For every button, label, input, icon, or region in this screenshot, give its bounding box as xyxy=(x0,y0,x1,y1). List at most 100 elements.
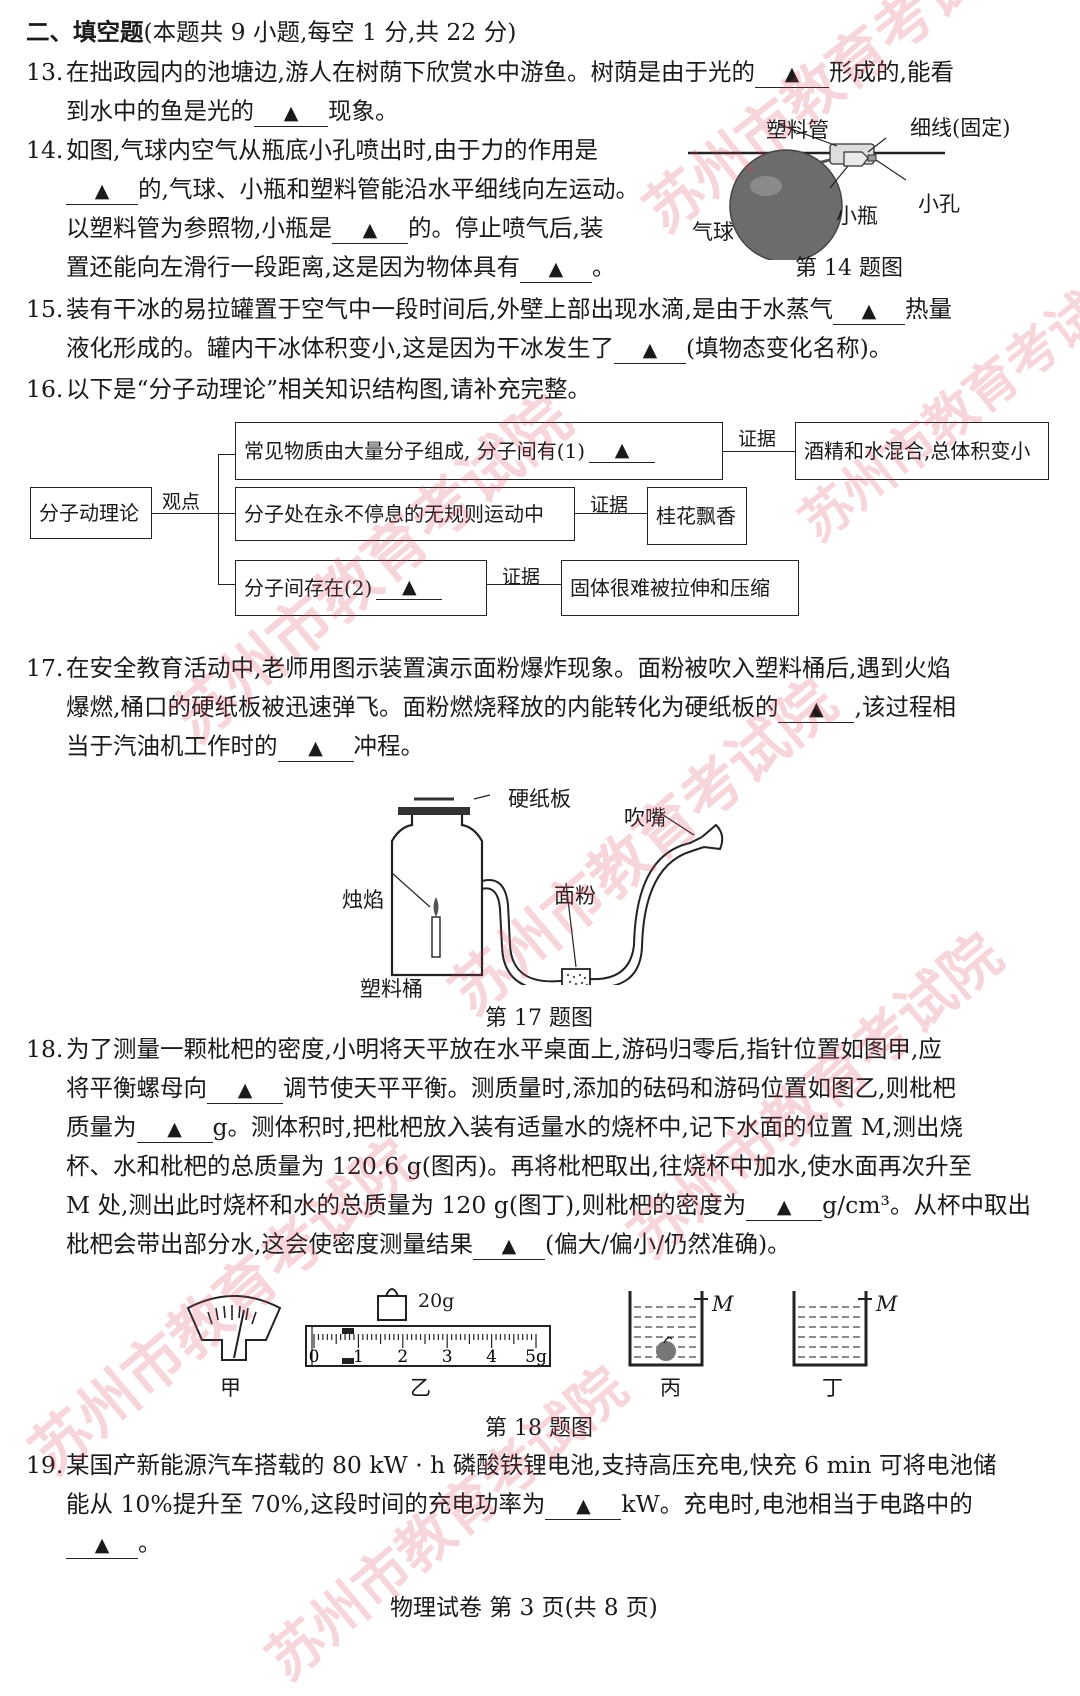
ruler-tick-label: 1 xyxy=(353,1347,364,1367)
ruler-tick-label: 5g xyxy=(525,1347,547,1367)
q14-line2: ▲的,气球、小瓶和塑料管能沿水平细线向左运动。 xyxy=(0,176,1080,205)
q18-line4: 杯、水和枇杷的总质量为 120.6 g(图丙)。再将枇杷取出,往烧杯中加水,使水… xyxy=(66,1152,973,1180)
answer-blank[interactable]: ▲ xyxy=(472,1233,545,1260)
figure-18-caption: 第 18 题图 xyxy=(485,1416,593,1441)
figure-14-caption: 第 14 题图 xyxy=(795,256,903,281)
answer-blank[interactable]: ▲ xyxy=(746,1194,823,1221)
q18-line1: 18.为了测量一颗枇杷的密度,小明将天平放在水平桌面上,游码归零后,指针位置如图… xyxy=(26,1035,942,1063)
label-flame: 烛焰 xyxy=(342,888,384,912)
weights-and-ruler: 0 1 2 3 4 5g xyxy=(305,1288,551,1367)
rider-bottom xyxy=(342,1358,354,1364)
q13-line1: 13.在拙政园内的池塘边,游人在树荫下欣赏水中游鱼。树荫是由于光的▲形成的,能看 xyxy=(26,58,954,88)
flour-box xyxy=(561,968,591,985)
connector xyxy=(218,454,220,584)
answer-blank[interactable]: ▲ xyxy=(136,1116,213,1143)
beaker-with-loquat xyxy=(628,1291,708,1367)
answer-blank[interactable]: ▲ xyxy=(66,178,138,205)
q13-line2: 到水中的鱼是光的▲现象。 xyxy=(66,97,399,127)
node-row3-right: 固体很难被拉伸和压缩 xyxy=(561,560,799,616)
q16-line1: 16.以下是“分子动理论”相关知识结构图,请补充完整。 xyxy=(26,375,591,403)
mark-M: M xyxy=(712,1292,734,1316)
answer-blank[interactable]: ▲ xyxy=(545,1493,622,1520)
q14-line1: 14.如图,气球内空气从瓶底小孔喷出时,由于力的作用是 xyxy=(26,136,598,164)
candle xyxy=(431,916,441,958)
section-title: 二、填空题 xyxy=(26,18,144,46)
balloon-shape xyxy=(729,149,843,260)
edge-viewpoint: 观点 xyxy=(162,491,201,513)
answer-blank[interactable]: ▲ xyxy=(207,1077,283,1104)
flour-dots xyxy=(566,973,589,985)
node-row1-left: 常见物质由大量分子组成, 分子间有(1)▲ xyxy=(235,422,723,480)
weight-20g xyxy=(377,1295,407,1321)
flour-explosion-diagram xyxy=(390,794,724,985)
q15-line2: 液化形成的。罐内干冰体积变小,这是因为干冰发生了▲(填物态变化名称)。 xyxy=(66,334,893,364)
pointer xyxy=(233,1309,245,1359)
q19-line3: ▲。 xyxy=(0,1530,1080,1559)
label-tube: 塑料管 xyxy=(766,118,829,142)
node-row2-left: 分子处在永不停息的无规则运动中 xyxy=(235,487,575,541)
connector xyxy=(152,513,218,515)
answer-blank[interactable]: ▲ xyxy=(589,439,656,463)
weight-label: 20g xyxy=(418,1290,455,1312)
sub-label-yi: 乙 xyxy=(410,1376,431,1400)
label-flour: 面粉 xyxy=(554,884,596,908)
sub-label-ding: 丁 xyxy=(822,1376,843,1400)
ruler-tick-label: 0 xyxy=(309,1347,320,1367)
small-bottle xyxy=(843,151,869,167)
answer-blank[interactable]: ▲ xyxy=(66,1532,138,1559)
sub-label-jia: 甲 xyxy=(220,1376,241,1400)
q14-line3: 以塑料管为参照物,小瓶是▲的。停止喷气后,装 xyxy=(66,214,604,244)
label-hole: 小孔 xyxy=(918,192,960,216)
label-balloon: 气球 xyxy=(692,220,734,244)
answer-blank[interactable]: ▲ xyxy=(519,256,592,283)
q18-line3: 质量为▲g。测体积时,把枇杷放入装有适量水的烧杯中,记下水面的位置 M,测出烧 xyxy=(66,1113,963,1143)
plastic-bucket xyxy=(390,815,484,977)
answer-blank[interactable]: ▲ xyxy=(277,735,354,762)
node-row3-left: 分子间存在(2)▲ xyxy=(235,560,487,616)
label-bucket: 塑料桶 xyxy=(360,977,423,1001)
edge-evidence: 证据 xyxy=(502,566,541,588)
balloon-apparatus-diagram xyxy=(688,123,945,260)
ruler-tick-label: 3 xyxy=(442,1347,453,1367)
label-thread: 细线(固定) xyxy=(910,116,1011,140)
small-hole xyxy=(867,154,877,162)
answer-blank[interactable]: ▲ xyxy=(754,61,829,88)
q18-line5: M 处,测出此时烧杯和水的总质量为 120 g(图丁),则枇杷的密度为▲g/cm… xyxy=(66,1191,1031,1221)
answer-blank[interactable]: ▲ xyxy=(613,337,686,364)
cardboard xyxy=(398,807,470,815)
edge-evidence: 证据 xyxy=(738,428,777,450)
figure-17-caption: 第 17 题图 xyxy=(485,1006,593,1031)
q15-line1: 15.装有干冰的易拉罐置于空气中一段时间后,外壁上部出现水滴,是由于水蒸气▲热量 xyxy=(26,295,952,325)
rider-top xyxy=(342,1328,354,1334)
section-note: (本题共 9 小题,每空 1 分,共 22 分) xyxy=(143,18,517,46)
balance-pointer-dial xyxy=(186,1295,282,1361)
ruler-tick-label: 2 xyxy=(397,1347,408,1367)
sub-label-bing: 丙 xyxy=(660,1376,681,1400)
edge-evidence: 证据 xyxy=(590,494,629,516)
answer-blank[interactable]: ▲ xyxy=(376,576,443,600)
mark-M: M xyxy=(876,1292,898,1316)
label-bottle: 小瓶 xyxy=(836,204,878,228)
loquat xyxy=(656,1341,676,1361)
ruler-tick-label: 4 xyxy=(486,1347,497,1367)
answer-blank[interactable]: ▲ xyxy=(778,696,855,723)
watermark: 苏州市教育考试院 xyxy=(254,1354,640,1694)
label-nozzle: 吹嘴 xyxy=(624,806,666,830)
answer-blank[interactable]: ▲ xyxy=(254,100,328,127)
q19-line1: 19.某国产新能源汽车搭载的 80 kW · h 磷酸铁锂电池,支持高压充电,快… xyxy=(26,1451,997,1479)
q17-line2: 爆燃,桶口的硬纸板被迅速弹飞。面粉燃烧释放的内能转化为硬纸板的▲,该过程相 xyxy=(66,693,956,723)
flame xyxy=(433,897,439,917)
q18-line6: 枇杷会带出部分水,这会使密度测量结果▲(偏大/偏小/仍然准确)。 xyxy=(66,1230,791,1260)
q17-line3: 当于汽油机工作时的▲冲程。 xyxy=(66,732,424,762)
node-root: 分子动理论 xyxy=(30,487,152,539)
answer-blank[interactable]: ▲ xyxy=(331,217,408,244)
page-footer: 物理试卷 第 3 页(共 8 页) xyxy=(390,1595,658,1621)
nozzle xyxy=(701,823,724,851)
label-board: 硬纸板 xyxy=(508,787,571,811)
answer-blank[interactable]: ▲ xyxy=(832,298,905,325)
beaker-with-water xyxy=(792,1291,872,1367)
q19-line2: 能从 10%提升至 70%,这段时间的充电功率为▲kW。充电时,电池相当于电路中… xyxy=(66,1490,973,1520)
q18-line2: 将平衡螺母向▲调节使天平平衡。测质量时,添加的砝码和游码位置如图乙,则枇杷 xyxy=(66,1074,956,1104)
q14-line4: 置还能向左滑行一段距离,这是因为物体具有▲。 xyxy=(66,253,616,283)
node-row2-right: 桂花飘香 xyxy=(647,487,747,545)
